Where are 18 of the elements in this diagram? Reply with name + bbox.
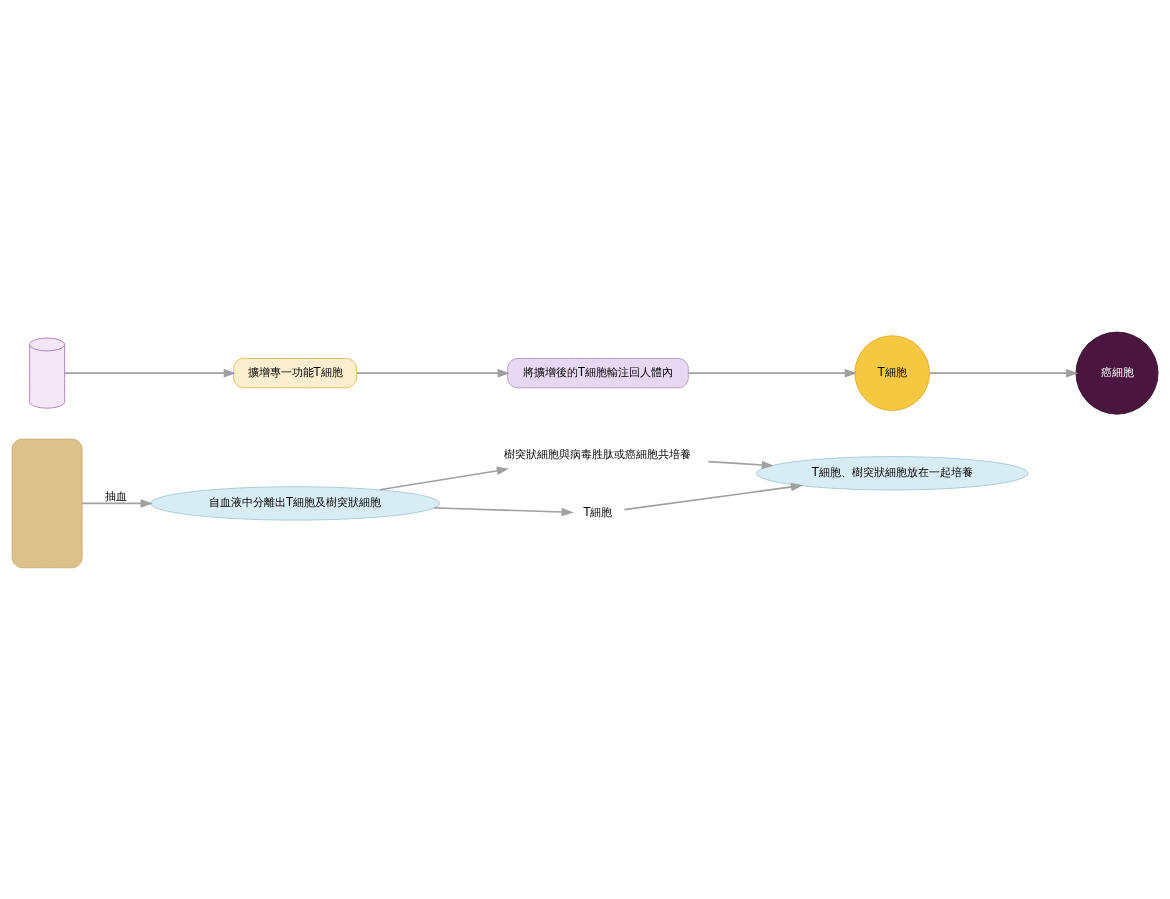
node-ellipse: 自血液中分離出T細胞及樹突狀細胞 bbox=[150, 485, 440, 521]
node-circle: T細胞 bbox=[854, 334, 930, 411]
arrow bbox=[623, 482, 804, 510]
node-circle: 癌細胞 bbox=[1075, 331, 1159, 415]
arrow bbox=[687, 368, 857, 377]
arrow bbox=[81, 498, 153, 508]
arrow bbox=[433, 506, 574, 516]
edge-label: 抽血 bbox=[105, 489, 128, 502]
arrow bbox=[64, 368, 236, 377]
node-text: T細胞 bbox=[583, 504, 613, 519]
arrow bbox=[356, 368, 510, 377]
node-text: 樹突狀細胞與病毒胜肽或癌細胞共培養 bbox=[504, 446, 692, 461]
node-person bbox=[11, 438, 83, 568]
node-box: 將擴增後的T細胞輸注回人體內 bbox=[507, 357, 689, 388]
node-box: 擴增專一功能T細胞 bbox=[233, 357, 357, 388]
arrow bbox=[378, 466, 509, 491]
arrow bbox=[929, 368, 1079, 377]
arrow bbox=[707, 460, 774, 469]
